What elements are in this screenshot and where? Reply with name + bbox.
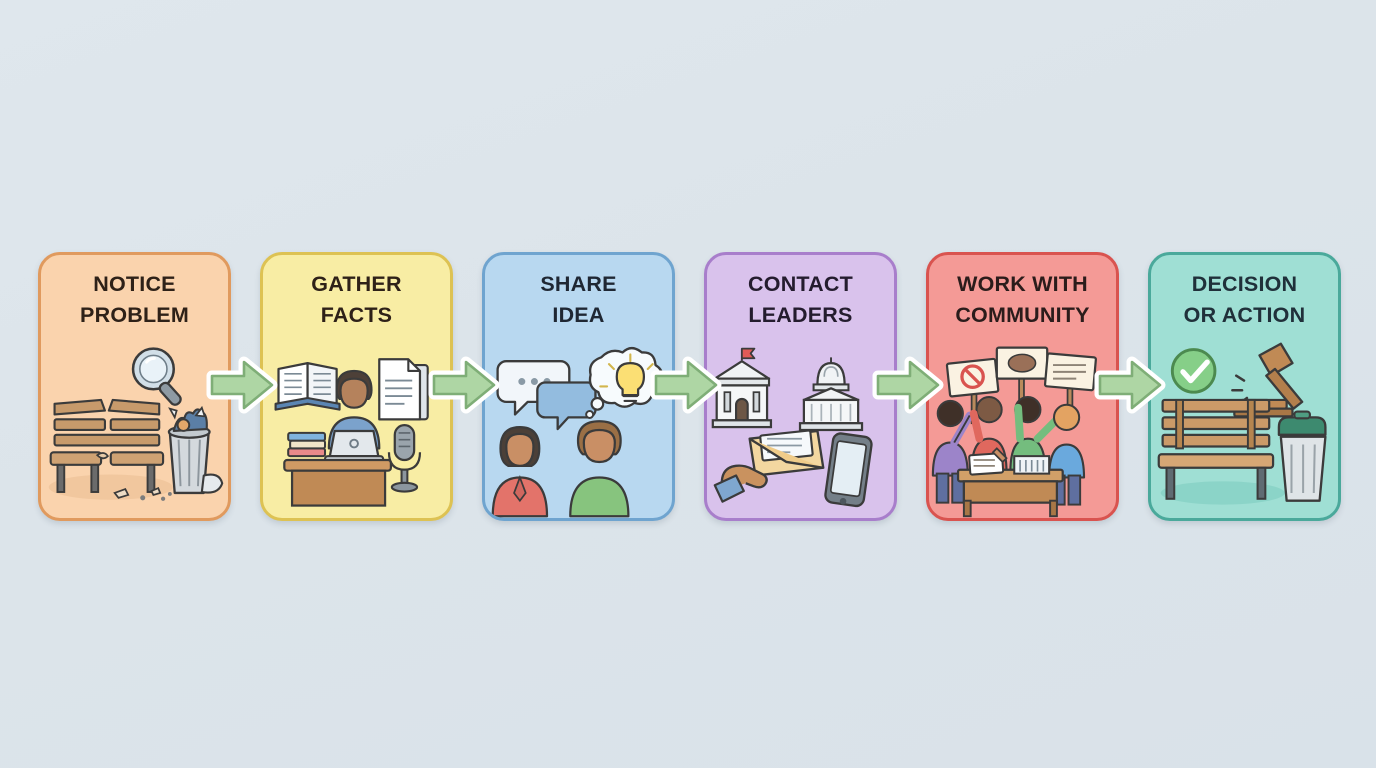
flow-step-illustration-decision-or-action <box>1151 337 1338 518</box>
person-woman-icon <box>491 425 549 518</box>
flow-step-title-contact-leaders: CONTACT LEADERS <box>748 272 853 327</box>
flow-step-illustration-work-with-community <box>929 337 1116 518</box>
smartphone-icon <box>824 432 873 508</box>
book-stack-icon <box>287 431 327 458</box>
person-man-icon <box>569 420 630 518</box>
protest-sign-image-icon <box>995 346 1049 403</box>
flow-connector-arrow-5 <box>1094 354 1166 416</box>
flow-step-title-share-idea: SHARE IDEA <box>540 272 617 327</box>
microphone-icon <box>387 424 422 493</box>
clipboard-icon <box>968 447 1008 476</box>
flow-step-card-contact-leaders[interactable]: CONTACT LEADERS <box>704 252 897 521</box>
laptop-icon <box>323 429 385 464</box>
flow-step-illustration-contact-leaders <box>707 337 894 518</box>
green-check-circle-icon <box>1170 348 1217 394</box>
ground-shadow-icon <box>48 474 173 500</box>
flow-connector-arrow-1 <box>206 354 278 416</box>
flow-step-illustration-notice-problem <box>41 337 228 518</box>
meeting-table-icon <box>956 468 1064 518</box>
litter-icon <box>113 486 172 501</box>
flow-step-card-decision-or-action[interactable]: DECISION OR ACTION <box>1148 252 1341 521</box>
flow-step-card-notice-problem[interactable]: NOTICE PROBLEM <box>38 252 231 521</box>
clean-trash-can-icon <box>1277 410 1327 502</box>
flowchart-step-strip: NOTICE PROBLEM <box>0 252 1376 522</box>
flow-step-title-gather-facts: GATHER FACTS <box>311 272 402 327</box>
flow-step-card-work-with-community[interactable]: WORK WITH COMMUNITY <box>926 252 1119 521</box>
open-book-secondary-icon <box>1013 455 1051 475</box>
thought-bubble-lightbulb-icon <box>585 346 664 419</box>
capitol-dome-icon <box>798 357 864 432</box>
flow-step-illustration-gather-facts <box>263 337 450 518</box>
town-hall-icon <box>711 347 773 429</box>
flow-step-illustration-share-idea <box>485 337 672 518</box>
protest-sign-no-symbol-icon <box>945 357 1000 425</box>
crowd-of-people-icon <box>931 396 1086 506</box>
protest-sign-text-icon <box>1043 352 1097 417</box>
hand-holding-envelope-icon <box>713 429 825 503</box>
magnifying-glass-icon <box>131 347 182 406</box>
flow-connector-arrow-2 <box>428 354 500 416</box>
overflowing-trash-can-icon <box>167 405 224 495</box>
desk-icon <box>283 458 393 507</box>
broken-bench-icon <box>49 398 165 493</box>
flow-step-card-gather-facts[interactable]: GATHER FACTS <box>260 252 453 521</box>
speech-bubble-secondary-icon <box>536 381 597 431</box>
open-book-icon <box>274 362 341 411</box>
flow-step-title-work-with-community: WORK WITH COMMUNITY <box>955 272 1090 327</box>
documents-icon <box>378 358 429 421</box>
flow-connector-arrow-3 <box>650 354 722 416</box>
flow-step-card-share-idea[interactable]: SHARE IDEA <box>482 252 675 521</box>
flow-step-title-decision-or-action: DECISION OR ACTION <box>1183 272 1306 327</box>
repaired-bench-icon <box>1157 398 1275 500</box>
flow-step-title-notice-problem: NOTICE PROBLEM <box>80 272 189 327</box>
flow-connector-arrow-4 <box>872 354 944 416</box>
ground-shadow-icon <box>1160 481 1285 505</box>
